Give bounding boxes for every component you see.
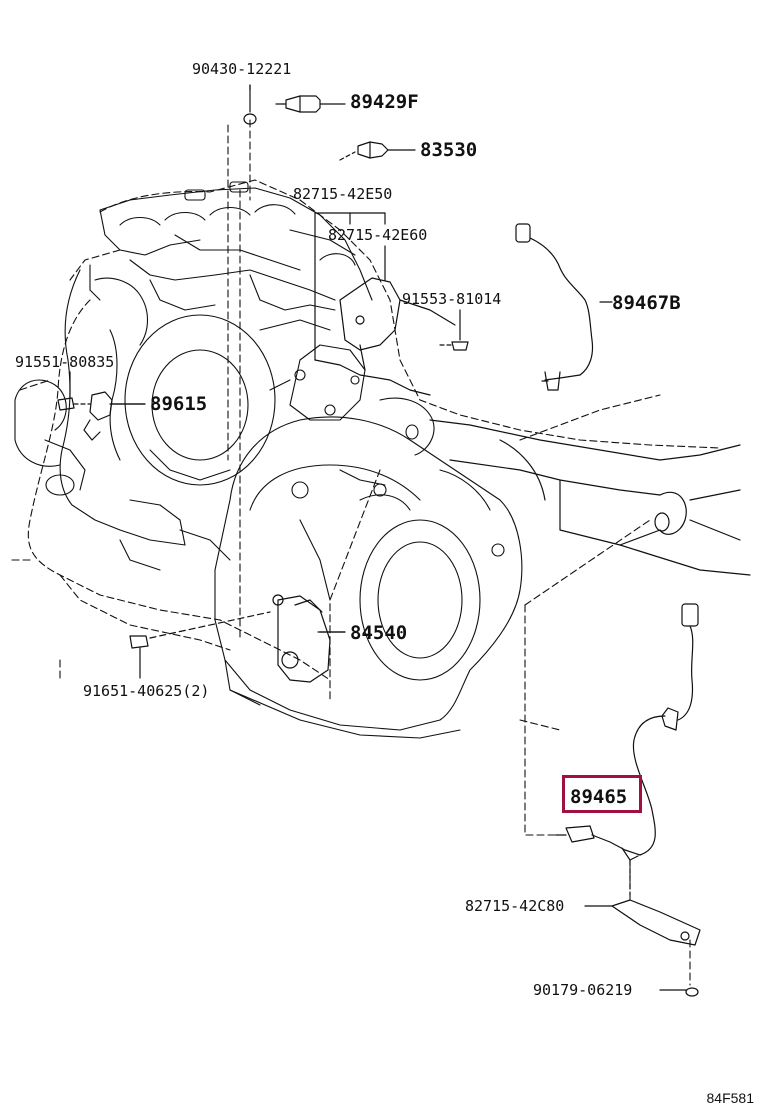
part-label-91553: 91553-81014: [402, 290, 502, 308]
oil-pressure-sender-group: [244, 85, 345, 124]
part-label-91551: 91551-80835: [15, 353, 115, 371]
bolt-91553: [440, 310, 468, 350]
highlighted-part-box[interactable]: 89465: [562, 775, 642, 813]
part-label-90430: 90430-12221: [192, 60, 292, 78]
part-label-82715-42e50: 82715-42E50: [293, 185, 393, 203]
part-label-89615: 89615: [150, 393, 208, 415]
part-label-91651: 91651-40625(2): [83, 682, 210, 700]
neutral-start-switch: [273, 595, 345, 682]
sensor-bracket: [585, 900, 700, 945]
nut-90179: [660, 988, 698, 996]
part-label-83530: 83530: [420, 139, 478, 161]
part-label-82715-42e60: 82715-42E60: [328, 226, 428, 244]
engine-outline: [10, 120, 720, 985]
engine-side-bracket: [260, 320, 434, 455]
diagram-code: 84F581: [706, 1090, 754, 1106]
engine-cylinder-head: [100, 182, 372, 310]
leader-lines: [110, 85, 345, 632]
transaxle-housing: [180, 417, 522, 738]
part-label-89465: 89465: [570, 786, 628, 808]
oxygen-sensor-89467b: [516, 224, 612, 390]
part-label-89467b: 89467B: [612, 292, 681, 314]
knock-sensor-group: [58, 372, 145, 440]
oxygen-sensor-89465: [556, 604, 698, 895]
part-label-82715-42c80: 82715-42C80: [465, 897, 565, 915]
part-label-89429f: 89429F: [350, 91, 419, 113]
bolt-91651: [130, 612, 270, 678]
engine-front-cover: [15, 265, 275, 570]
oil-pressure-switch-group: [340, 142, 415, 160]
exhaust-pipe: [430, 420, 750, 575]
wire-clamp-group: [315, 213, 455, 395]
part-label-90179: 90179-06219: [533, 981, 633, 999]
part-label-84540: 84540: [350, 622, 408, 644]
